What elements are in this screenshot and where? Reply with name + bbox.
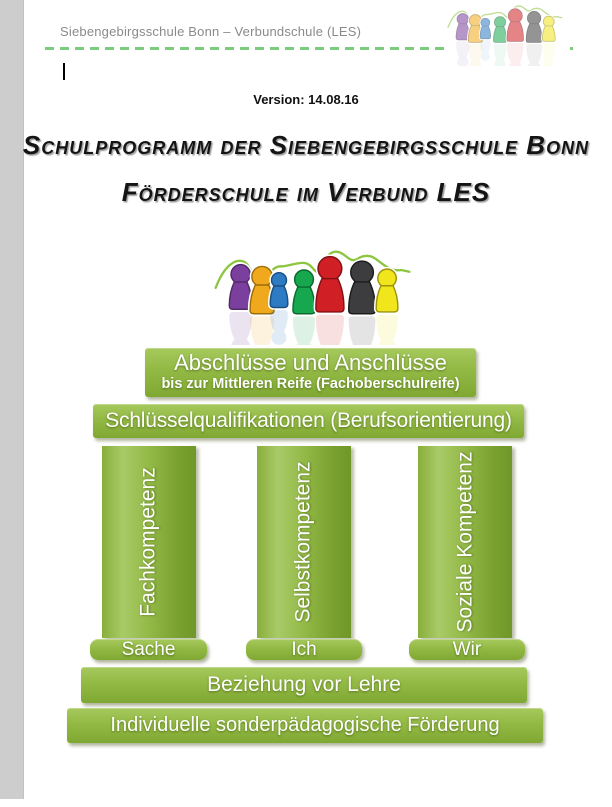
header-dashed-divider bbox=[45, 47, 573, 50]
abschluesse-line1: Abschlüsse und Anschlüsse bbox=[174, 350, 447, 375]
blue-figure-reflection bbox=[480, 40, 491, 61]
blue-figure-icon bbox=[267, 270, 291, 310]
orange-figure-reflection bbox=[468, 43, 483, 72]
pillar-base-ich: Ich bbox=[246, 639, 362, 660]
page-edge-strip bbox=[0, 0, 24, 799]
pillar-label: Fachkompetenz bbox=[137, 467, 161, 617]
foundation-bar-beziehung: Beziehung vor Lehre bbox=[81, 667, 527, 703]
document-title-line2: Förderschule im Verbund LES bbox=[121, 177, 491, 207]
dark-figure-reflection bbox=[526, 43, 542, 75]
dark-figure-icon bbox=[524, 10, 544, 44]
dark-figure-icon bbox=[346, 258, 378, 316]
text-cursor bbox=[63, 63, 65, 80]
orange-figure-icon bbox=[247, 264, 277, 316]
green-figure-reflection bbox=[292, 316, 316, 361]
green-figure-icon bbox=[492, 15, 508, 44]
document-title-line1: Schulprogramm der Siebengebirgsschule Bo… bbox=[22, 130, 590, 160]
red-figure-icon bbox=[313, 254, 347, 315]
pillar-label: Selbstkompetenz bbox=[292, 461, 315, 623]
header-school-name: Siebengebirgsschule Bonn – Verbundschule… bbox=[60, 24, 362, 39]
pillar-fachkompetenz: Fachkompetenz bbox=[102, 446, 196, 638]
purple-figure-reflection bbox=[229, 311, 252, 357]
yellow-figure-reflection bbox=[542, 42, 556, 69]
diagram-box-abschluesse: Abschlüsse und Anschlüsse bis zur Mittle… bbox=[145, 348, 476, 397]
version-label: Version: 14.08.16 bbox=[253, 92, 359, 107]
diagram-box-qualifikationen: Schlüsselqualifikationen (Berufsorientie… bbox=[93, 404, 524, 438]
people-figures-icon bbox=[447, 5, 563, 76]
green-figure-reflection bbox=[493, 43, 507, 70]
abschluesse-line2: bis zur Mittleren Reife (Fachoberschulre… bbox=[161, 376, 460, 392]
red-figure-icon bbox=[505, 7, 525, 43]
people-illustration bbox=[200, 245, 425, 370]
green-figure-icon bbox=[290, 267, 318, 316]
pillar-label: Soziale Kompetenz bbox=[453, 451, 477, 633]
pillar-soziale-kompetenz: Soziale Kompetenz bbox=[418, 446, 512, 638]
pillar-base-wir: Wir bbox=[409, 639, 525, 660]
yellow-figure-icon bbox=[541, 14, 557, 43]
pillar-selbstkompetenz: Selbstkompetenz bbox=[257, 446, 351, 638]
people-figures-icon bbox=[214, 250, 411, 370]
blue-figure-reflection bbox=[270, 310, 288, 345]
red-figure-reflection bbox=[506, 42, 524, 76]
yellow-figure-reflection bbox=[376, 314, 398, 358]
foundation-bar-foerderung: Individuelle sonderpädagogische Förderun… bbox=[67, 708, 543, 743]
pillar-base-sache: Sache bbox=[90, 639, 207, 660]
red-figure-reflection bbox=[315, 314, 344, 370]
blue-figure-icon bbox=[478, 16, 492, 41]
purple-figure-reflection bbox=[456, 41, 470, 68]
yellow-figure-icon bbox=[373, 266, 401, 315]
header-people-illustration bbox=[446, 2, 564, 76]
orange-figure-reflection bbox=[250, 316, 275, 364]
dark-figure-reflection bbox=[348, 316, 376, 370]
